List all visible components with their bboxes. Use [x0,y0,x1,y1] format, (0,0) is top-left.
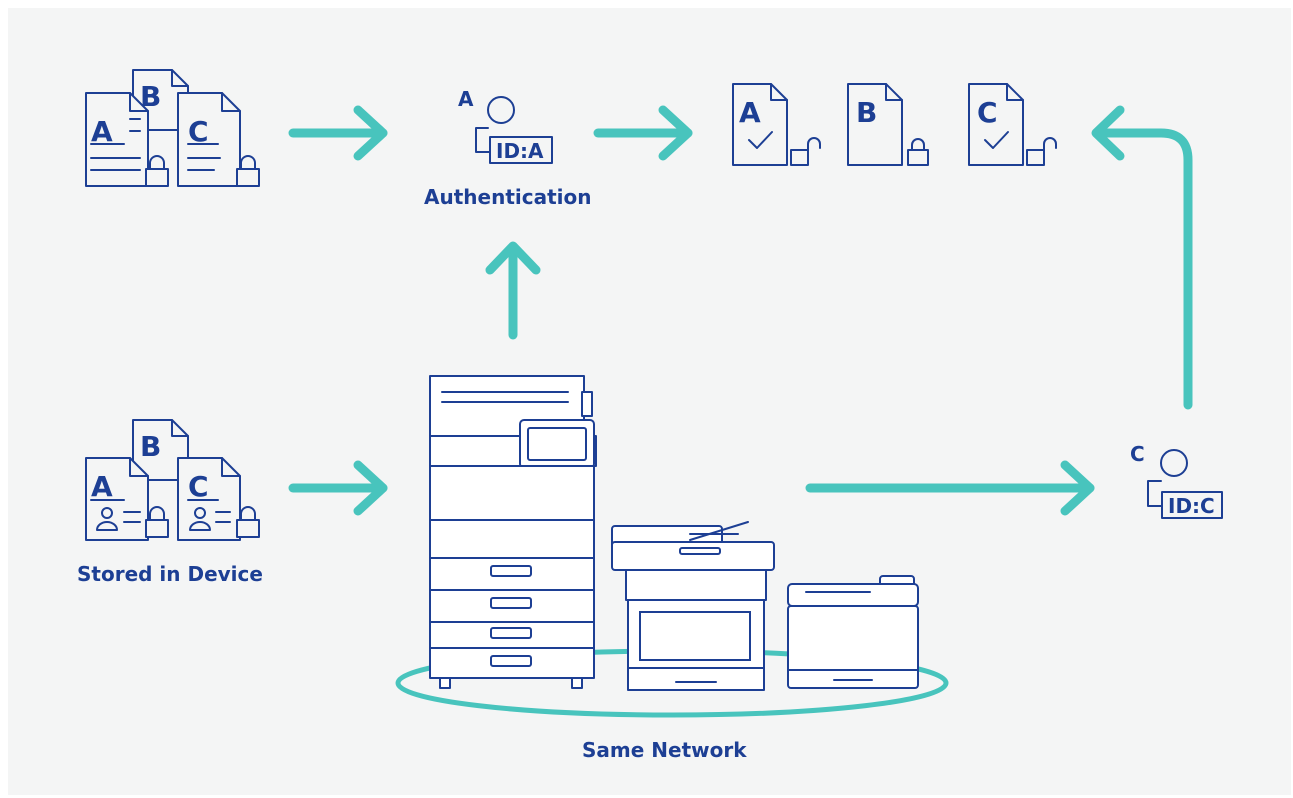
user-a-authentication: A ID:A [458,87,553,164]
arrow-icon [485,241,541,340]
document-a-icon: A [85,457,149,541]
id-card-icon [1161,491,1223,519]
user-c-authentication: C ID:C [1130,442,1223,519]
locked-documents-group: B A C [85,69,260,187]
document-b-locked-icon: B [847,83,929,166]
user-letter: A [458,87,474,111]
unlock-icon [1026,149,1045,166]
id-card-icon [489,136,553,164]
document-a-icon: A [85,92,149,187]
arrow-icon [288,105,388,161]
document-c-icon: C [177,92,241,187]
document-letter: C [977,96,998,129]
lock-icon [145,155,169,187]
id-card-text: ID:A [496,139,544,163]
arrow-icon [805,460,1095,516]
authentication-label: Authentication [424,185,592,209]
lock-icon [907,149,929,166]
user-icon [487,96,515,124]
document-letter: C [188,470,209,503]
document-letter: C [188,115,209,148]
lock-icon [145,506,169,538]
user-letter: C [1130,442,1145,466]
document-c-icon: C [177,457,241,541]
document-letter: A [739,96,761,129]
document-a-unlocked-icon: A [732,83,821,166]
stored-in-device-label: Stored in Device [77,562,263,586]
id-card-text: ID:C [1168,494,1215,518]
checkmark-icon [984,131,1009,149]
arrow-icon [1091,105,1193,410]
result-documents-group: A B C [732,83,1057,166]
document-letter: A [91,470,113,503]
document-letter: B [140,80,161,113]
stored-documents-group: B A C [85,419,260,541]
printer-icon [429,375,597,689]
unlock-icon [790,149,809,166]
document-letter: A [91,115,113,148]
arrow-icon [593,105,693,161]
lock-icon [236,155,260,187]
lock-icon [236,506,260,538]
document-c-unlocked-icon: C [968,83,1057,166]
checkmark-icon [748,131,773,149]
printer-icon [787,575,919,689]
document-letter: B [140,430,161,463]
printer-icon [611,521,775,691]
same-network-label: Same Network [582,738,747,762]
arrow-icon [288,460,388,516]
user-icon [1160,449,1188,477]
document-letter: B [856,96,877,129]
